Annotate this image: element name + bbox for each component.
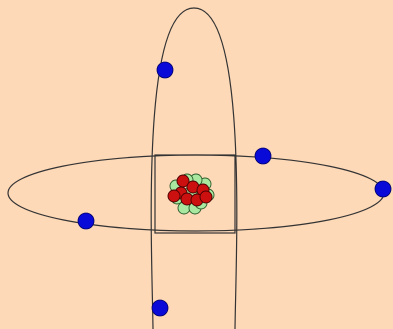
electron-right-upper [255, 148, 271, 164]
electron-left [78, 213, 94, 229]
proton [200, 191, 212, 203]
electron-top [157, 62, 173, 78]
electron-far-right [375, 181, 391, 197]
electron-bottom [152, 300, 168, 316]
proton [168, 190, 180, 202]
